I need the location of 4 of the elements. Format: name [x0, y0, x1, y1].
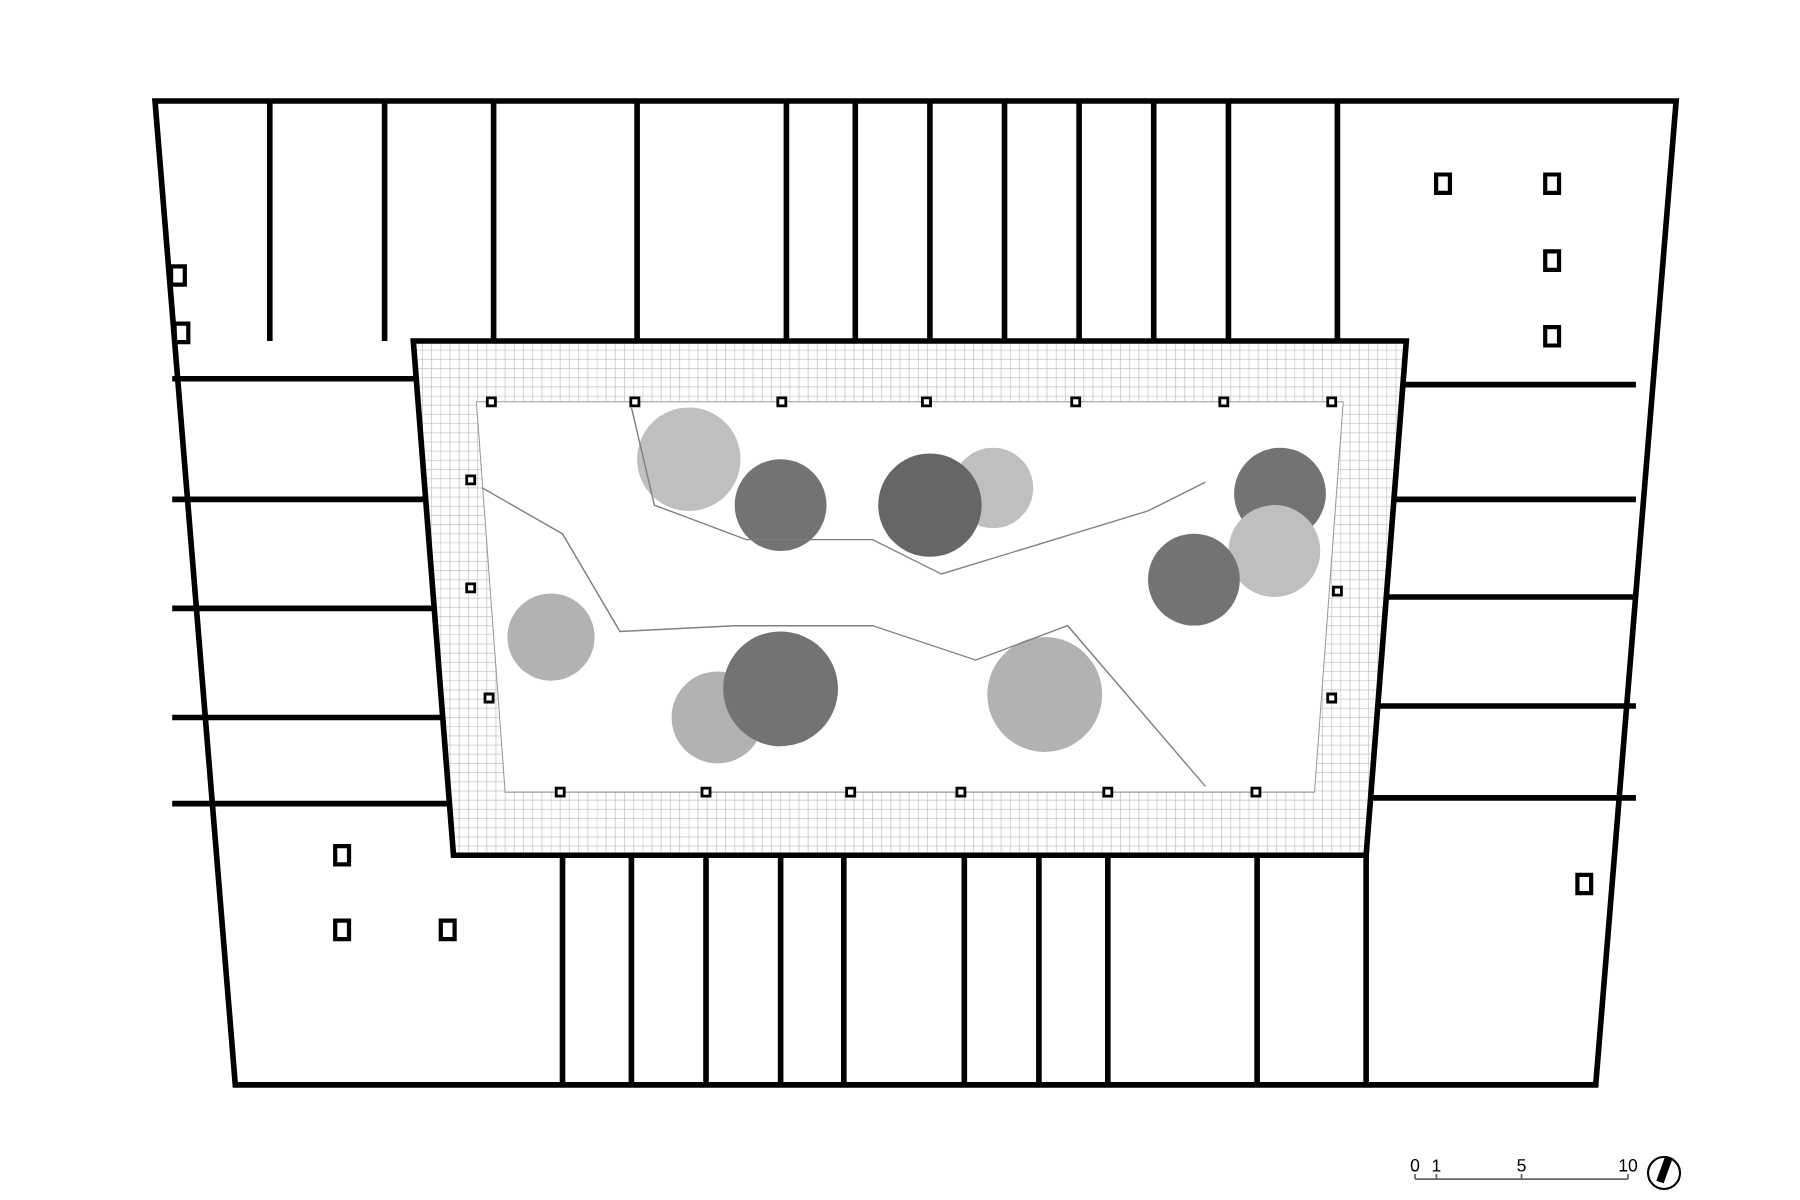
scale-label: 0	[1410, 1159, 1420, 1172]
scale-label: 5	[1517, 1159, 1526, 1172]
scale-label: 10	[1619, 1159, 1638, 1172]
scale-label: 1	[1432, 1159, 1441, 1172]
